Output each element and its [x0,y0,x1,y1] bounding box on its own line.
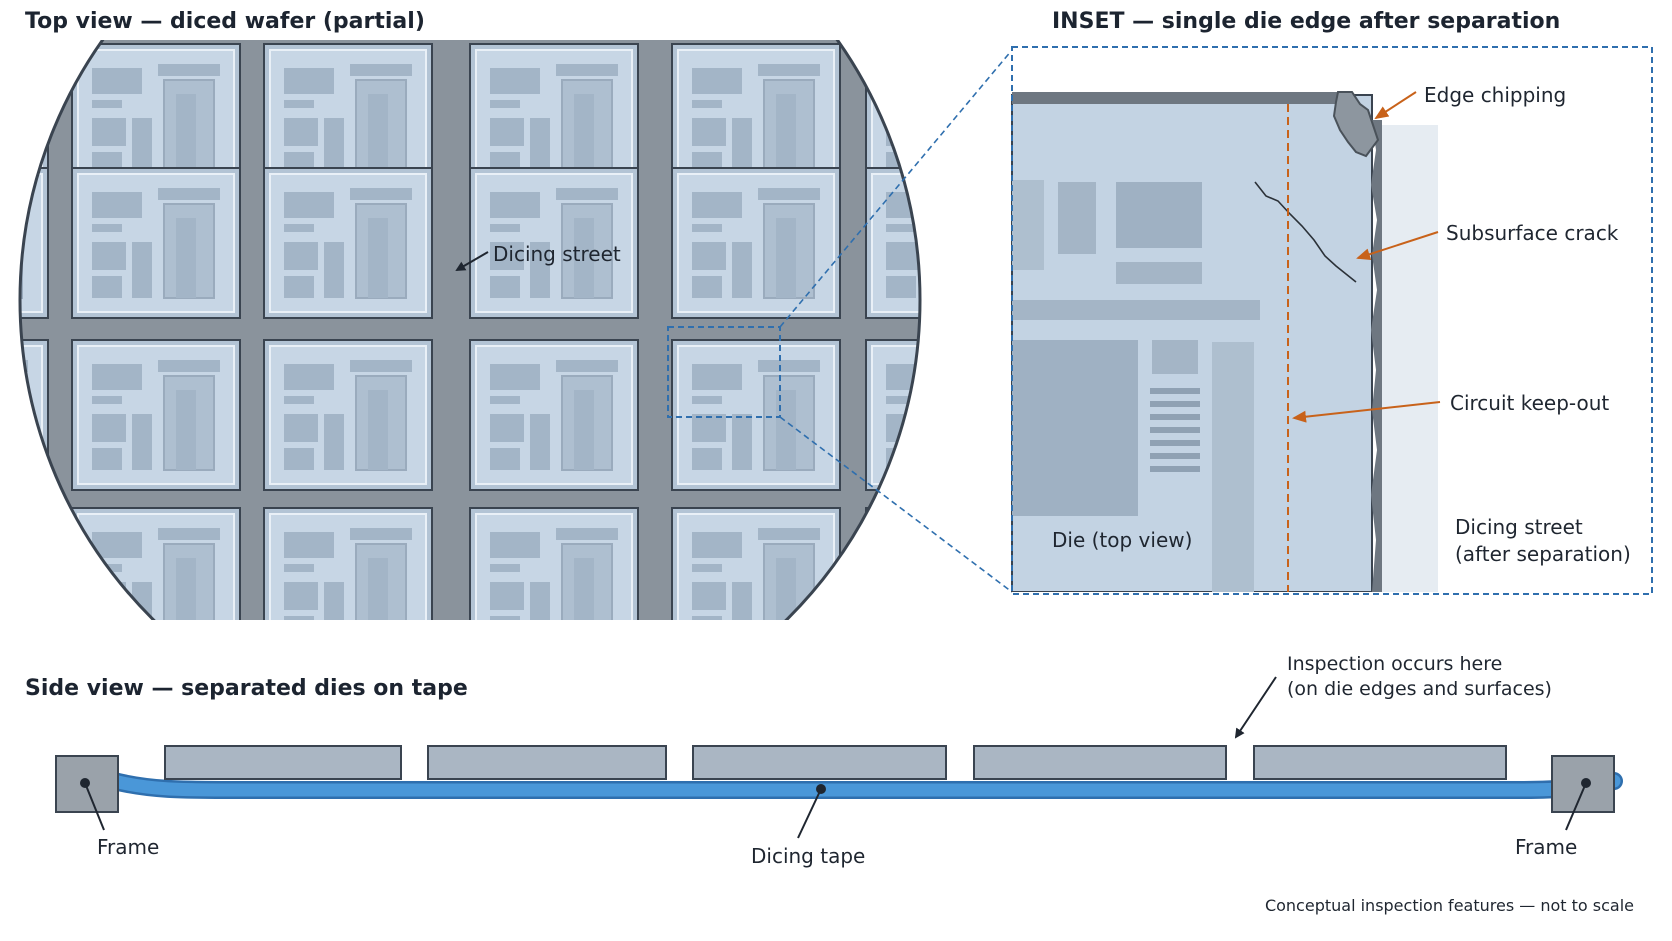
inset-street-label-line1: Dicing street [1455,515,1583,539]
frame-right-label: Frame [1515,835,1577,859]
inspection-label-line2: (on die edges and surfaces) [1287,678,1552,700]
inset-die-top-edge [1012,92,1342,104]
inset-die-label: Die (top view) [1052,528,1192,552]
wafer-edge [18,40,922,620]
inset-panel [1010,50,1650,592]
wafer-die [71,339,241,491]
side-die-2 [427,745,667,780]
side-die-4 [973,745,1227,780]
dicing-street-label: Dicing street [493,242,621,266]
inset-connector-bottom [779,416,1013,593]
frame-left-leader [84,782,105,831]
wafer-die [470,0,638,32]
side-view-title: Side view — separated dies on tape [25,676,468,701]
wafer-die [469,167,639,319]
wafer-die [671,507,841,620]
wafer-die [671,167,841,319]
subsurface-crack-arrow [1356,231,1439,260]
wafer [18,0,1034,620]
edge-chip [1332,91,1380,158]
inspection-arrow [1234,676,1277,739]
wafer-die [672,0,840,32]
wafer-die [865,507,920,620]
dicing-street-arrow [455,251,489,272]
separated-dies [164,745,1507,780]
inset-street-label-line2: (after separation) [1455,542,1631,566]
wafer-die [865,167,920,319]
wafer-die [71,167,241,319]
dicing-tape-leader [797,788,822,839]
side-die-5 [1253,745,1507,780]
subsurface-crack-label: Subsurface crack [1446,221,1619,245]
wafer-die [671,339,841,491]
wafer-die [263,507,433,620]
wafer-die [20,507,49,620]
frame-right-leader [1565,782,1587,831]
inset-die-rough-edge [1371,120,1382,592]
frame-left-label: Frame [97,835,159,859]
top-view-title: Top view — diced wafer (partial) [25,9,425,34]
wafer-die [865,339,920,491]
circuit-keepout-arrow [1292,401,1441,423]
wafer-die [263,339,433,491]
wafer-die [469,507,639,620]
inset-connector-top [779,49,1013,328]
inset-frame [1011,46,1653,595]
wafer-die [469,339,639,491]
circuit-keepout-label: Circuit keep-out [1450,391,1609,415]
side-die-1 [164,745,402,780]
inset-street-area [1378,125,1438,592]
wafer-die [71,507,241,620]
inspection-label-line1: Inspection occurs here [1287,653,1502,675]
subsurface-crack [1254,181,1357,283]
inset-title: INSET — single die edge after separation [1052,9,1560,34]
side-die-3 [692,745,947,780]
footnote: Conceptual inspection features — not to … [1265,896,1634,915]
wafer-die [263,167,433,319]
dicing-tape-label: Dicing tape [751,844,865,868]
magnified-region-box [667,326,781,418]
edge-chipping-arrow [1374,91,1417,120]
wafer-die [866,0,1034,32]
edge-chipping-label: Edge chipping [1424,83,1566,107]
